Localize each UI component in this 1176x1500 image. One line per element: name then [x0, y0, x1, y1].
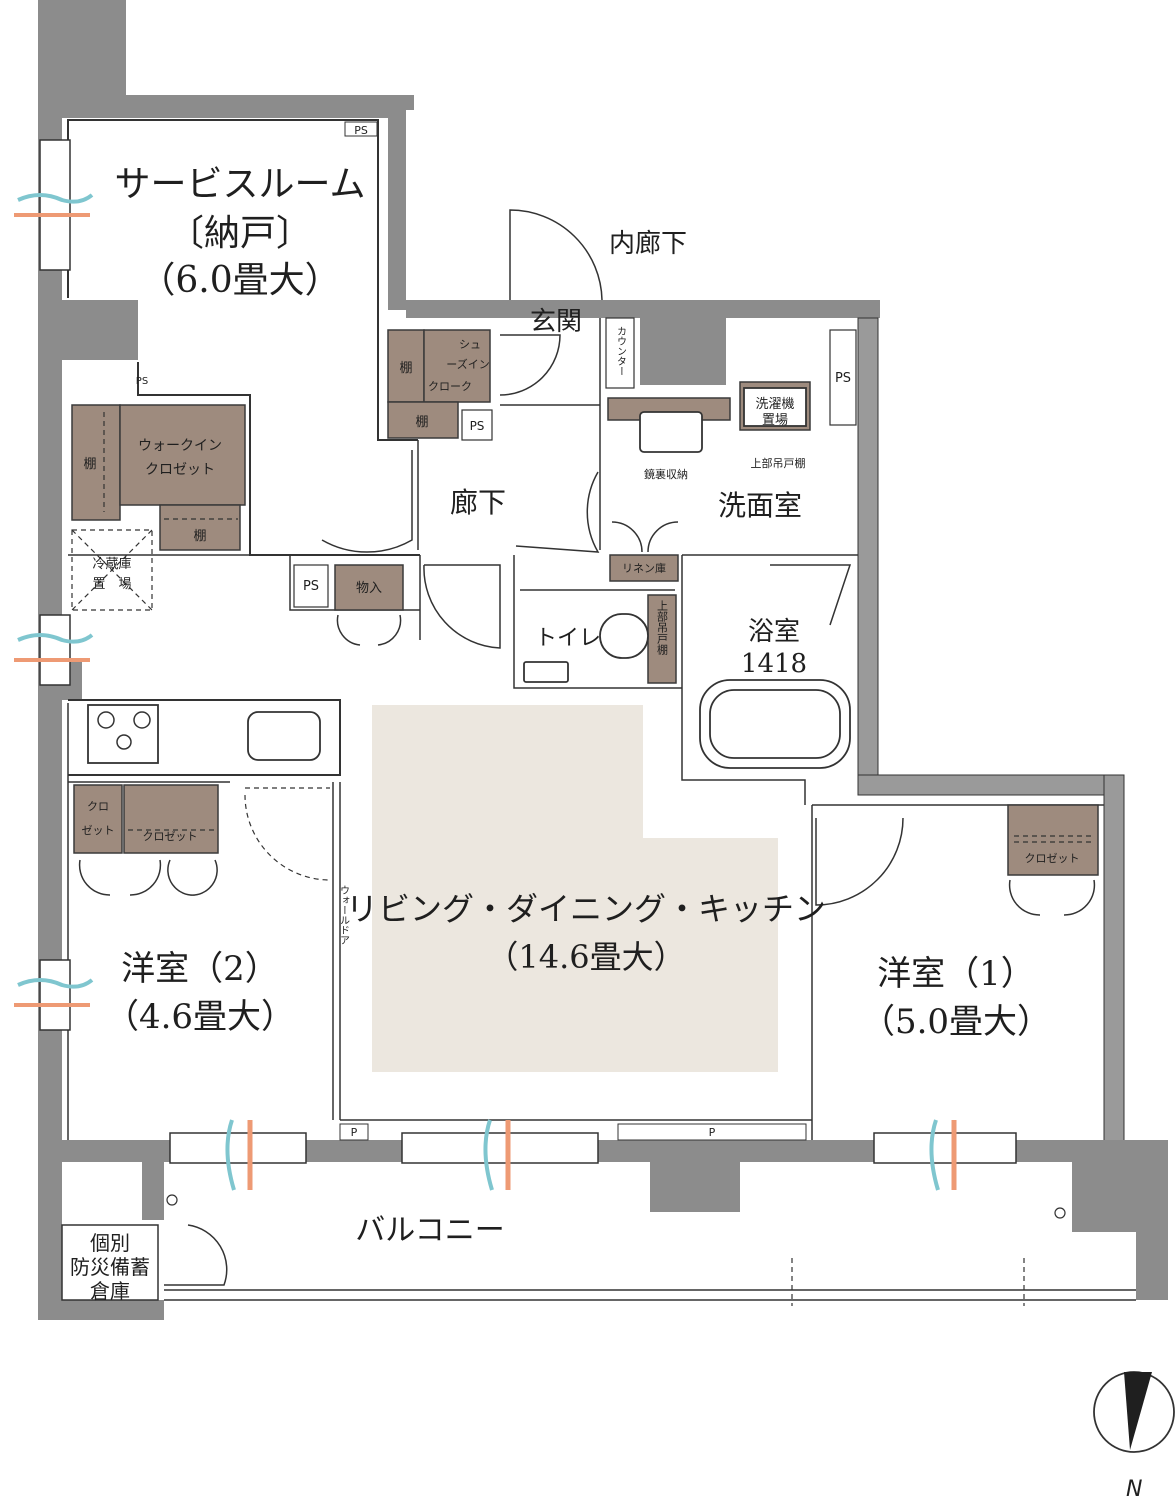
hanger-lines — [71, 412, 1092, 843]
balcony-label: バルコニー — [355, 1213, 504, 1248]
fridge-2: 置 場 — [92, 577, 131, 592]
ps-label-3: PS — [303, 579, 319, 594]
room-labels: サービスルーム 〔納戸〕 （6.0畳大） 内廊下 玄関 廊下 洗面室 浴室 14… — [70, 164, 1051, 1303]
closet-w2 — [123, 784, 219, 854]
outer-walls — [38, 0, 1168, 1320]
walk-in-closet — [119, 404, 246, 506]
western2-size: （4.6畳大） — [105, 997, 295, 1037]
ps-label-5: PS — [136, 376, 148, 387]
doors — [78, 209, 1096, 1286]
north-label: N — [1126, 1477, 1142, 1500]
walk-in-closet-2: クロゼット — [145, 462, 215, 478]
closet-w1-label: クロゼット — [1025, 852, 1080, 865]
toilet-upper-cabinet — [647, 594, 677, 684]
storage-units — [71, 329, 1099, 876]
mirror-storage-label: 鏡裏収納 — [644, 467, 688, 481]
service-room-size: （6.0畳大） — [139, 260, 340, 301]
closet-w1 — [1007, 804, 1099, 876]
inner-corridor-label: 内廊下 — [609, 229, 687, 259]
north-compass: N — [1093, 1371, 1175, 1500]
service-room-sub: 〔納戸〕 — [168, 213, 312, 254]
western2-name: 洋室（2） — [121, 949, 279, 989]
washroom-label: 洗面室 — [718, 489, 802, 522]
toilet-bowl — [599, 613, 649, 659]
western1-size: （5.0畳大） — [861, 1002, 1051, 1042]
shoe-shelf-2 — [387, 401, 459, 439]
ventilation-marks — [14, 193, 957, 1191]
washer-box — [743, 387, 807, 427]
disaster-storage-line1: 個別 — [90, 1231, 130, 1255]
ps-label-1: PS — [354, 124, 368, 137]
service-room-name: サービスルーム — [115, 164, 366, 205]
walk-in-closet-shelf-2 — [159, 504, 241, 551]
fridge-1: 冷蔵庫 — [92, 557, 131, 572]
disaster-storage-line3: 倉庫 — [90, 1279, 130, 1303]
bathroom-name: 浴室 — [748, 617, 800, 647]
western1-name: 洋室（1） — [877, 954, 1035, 994]
ldk-size: （14.6畳大） — [486, 938, 685, 976]
shelf-label-2: 棚 — [415, 415, 428, 430]
kitchen-sink — [247, 711, 321, 761]
toilet-label: トイレ — [535, 626, 601, 651]
washer-label-1: 洗濯機 — [755, 397, 794, 412]
closet-w2-label: クロゼット — [143, 830, 198, 843]
closet-small — [73, 784, 123, 854]
washer-label-2: 置場 — [762, 413, 788, 428]
shelf-label-4: 棚 — [193, 529, 206, 544]
windows — [39, 139, 1017, 1164]
walk-in-closet-shelf — [71, 404, 121, 521]
ldk-floor-area — [372, 705, 778, 1072]
shoes-in-cloak — [423, 329, 491, 403]
storage-item — [334, 564, 404, 611]
toilet-upper-label: 上部吊戸棚 — [656, 600, 669, 656]
closet-small-1: クロ — [87, 800, 109, 813]
shoes-in-cloak-3: クローク — [428, 380, 472, 393]
entrance-label: 玄関 — [530, 307, 582, 337]
ps-label-2: PS — [835, 371, 851, 386]
storage-item-label: 物入 — [356, 581, 382, 596]
north-arrow-icon — [1124, 1372, 1152, 1450]
p-label-1: P — [351, 1126, 358, 1139]
linen-closet — [609, 554, 679, 582]
small-labels: PS PS PS PS PS P P 棚 棚 棚 棚 シュ ーズイン クローク … — [82, 124, 1080, 1139]
walk-in-closet-1: ウォークイン — [138, 438, 222, 454]
shoes-in-cloak-2: ーズイン — [446, 357, 489, 371]
shelf-label-3: 棚 — [83, 457, 96, 472]
wall-door-label: ウォールドア — [338, 885, 350, 945]
closet-small-2: ゼット — [82, 824, 115, 837]
disaster-storage-line2: 防災備蓄 — [70, 1255, 150, 1279]
ps-label-4: PS — [470, 419, 485, 433]
upper-cabinet-label: 上部吊戸棚 — [751, 456, 806, 470]
ldk-name: リビング・ダイニング・キッチン — [346, 890, 826, 928]
shoe-shelf-1 — [387, 329, 425, 403]
p-label-2: P — [709, 1126, 716, 1139]
shoes-in-cloak-1: シュ — [459, 338, 481, 351]
counter-label: カウンター — [615, 326, 627, 376]
wash-basin — [639, 411, 703, 453]
shelf-label-1: 棚 — [399, 361, 412, 376]
toilet-sink — [523, 661, 569, 683]
bathroom-size: 1418 — [741, 649, 807, 679]
corridor-label: 廊下 — [450, 486, 506, 519]
linen-label: リネン庫 — [622, 561, 666, 575]
fixtures — [61, 121, 1136, 1306]
